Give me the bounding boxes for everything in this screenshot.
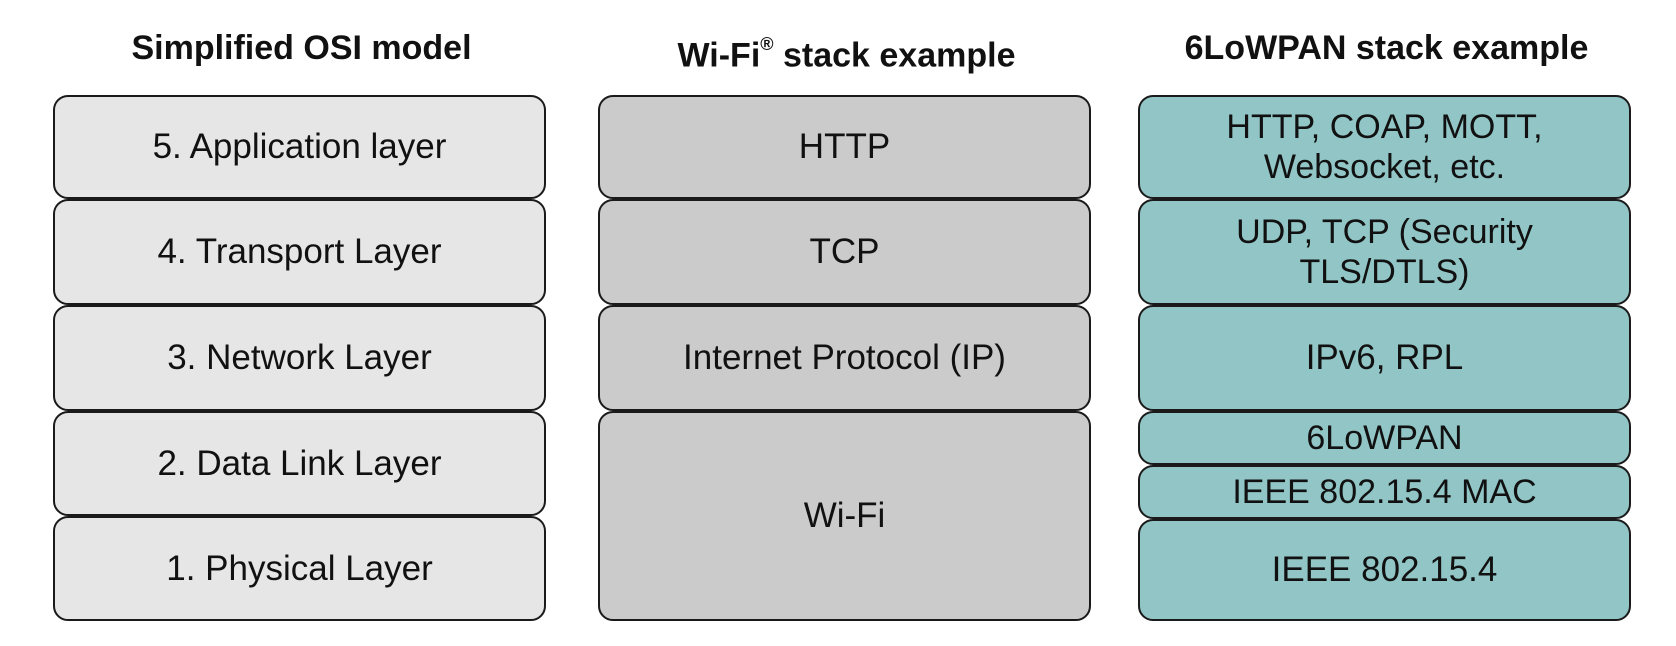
lowpan-layer-label: IEEE 802.15.4 MAC — [1232, 473, 1537, 511]
osi-layer-label: 2. Data Link Layer — [157, 443, 442, 483]
lowpan-layer-label: IPv6, RPL — [1305, 338, 1464, 377]
osi-column-title: Simplified OSI model — [131, 29, 472, 67]
wifi-layer-http: HTTP — [598, 95, 1091, 199]
lowpan-layer-label: UDP, TCP (Security TLS/DTLS) — [1236, 212, 1533, 292]
wifi-layer-label: Internet Protocol (IP) — [683, 338, 1006, 377]
wifi-layer-label: TCP — [809, 232, 880, 271]
wifi-layer-tcp: TCP — [598, 199, 1091, 305]
lowpan-layer-label-line: HTTP, COAP, MOTT, — [1226, 108, 1543, 146]
wifi-layer-wifi: Wi-Fi — [598, 411, 1091, 621]
lowpan-layer-label-line: UDP, TCP (Security — [1236, 213, 1533, 251]
lowpan-layer-transport: UDP, TCP (Security TLS/DTLS) — [1138, 199, 1631, 305]
wifi-column-title: Wi-Fi® stack example — [598, 26, 1095, 77]
osi-layer-transport: 4. Transport Layer — [53, 199, 546, 305]
osi-layer-data-link: 2. Data Link Layer — [53, 411, 546, 516]
lowpan-layer-label: IEEE 802.15.4 — [1271, 550, 1498, 589]
lowpan-layer-label: 6LoWPAN — [1306, 419, 1463, 457]
lowpan-stack-column: 6LoWPAN stack example HTTP, COAP, MOTT, … — [1138, 0, 1635, 646]
wifi-title-text: Wi-Fi — [677, 36, 761, 75]
wifi-title-suffix: stack example — [773, 36, 1016, 75]
osi-layer-physical: 1. Physical Layer — [53, 516, 546, 621]
lowpan-layer-label-line: Websocket, etc. — [1263, 148, 1506, 186]
wifi-layer-label: HTTP — [798, 127, 891, 166]
lowpan-layer-network: IPv6, RPL — [1138, 305, 1631, 411]
wifi-layer-label: Wi-Fi — [803, 496, 886, 535]
registered-mark: ® — [760, 34, 774, 54]
lowpan-column-title: 6LoWPAN stack example — [1184, 29, 1589, 67]
wifi-stack-column: Wi-Fi® stack example HTTP TCP Internet P… — [598, 0, 1095, 646]
osi-layer-label: 5. Application layer — [152, 127, 447, 166]
lowpan-layer-label: HTTP, COAP, MOTT, Websocket, etc. — [1226, 107, 1542, 187]
lowpan-layer-mac: IEEE 802.15.4 MAC — [1138, 465, 1631, 519]
osi-model-column: Simplified OSI model 5. Application laye… — [53, 0, 550, 646]
lowpan-layer-application: HTTP, COAP, MOTT, Websocket, etc. — [1138, 95, 1631, 199]
osi-layer-label: 3. Network Layer — [167, 338, 432, 377]
lowpan-layer-label-line: TLS/DTLS) — [1299, 253, 1470, 291]
wifi-layer-ip: Internet Protocol (IP) — [598, 305, 1091, 411]
osi-layer-label: 1. Physical Layer — [166, 548, 433, 588]
osi-layer-label: 4. Transport Layer — [157, 232, 442, 271]
osi-layer-application: 5. Application layer — [53, 95, 546, 199]
lowpan-layer-phy: IEEE 802.15.4 — [1138, 519, 1631, 621]
lowpan-layer-adaptation: 6LoWPAN — [1138, 411, 1631, 465]
osi-layer-network: 3. Network Layer — [53, 305, 546, 411]
